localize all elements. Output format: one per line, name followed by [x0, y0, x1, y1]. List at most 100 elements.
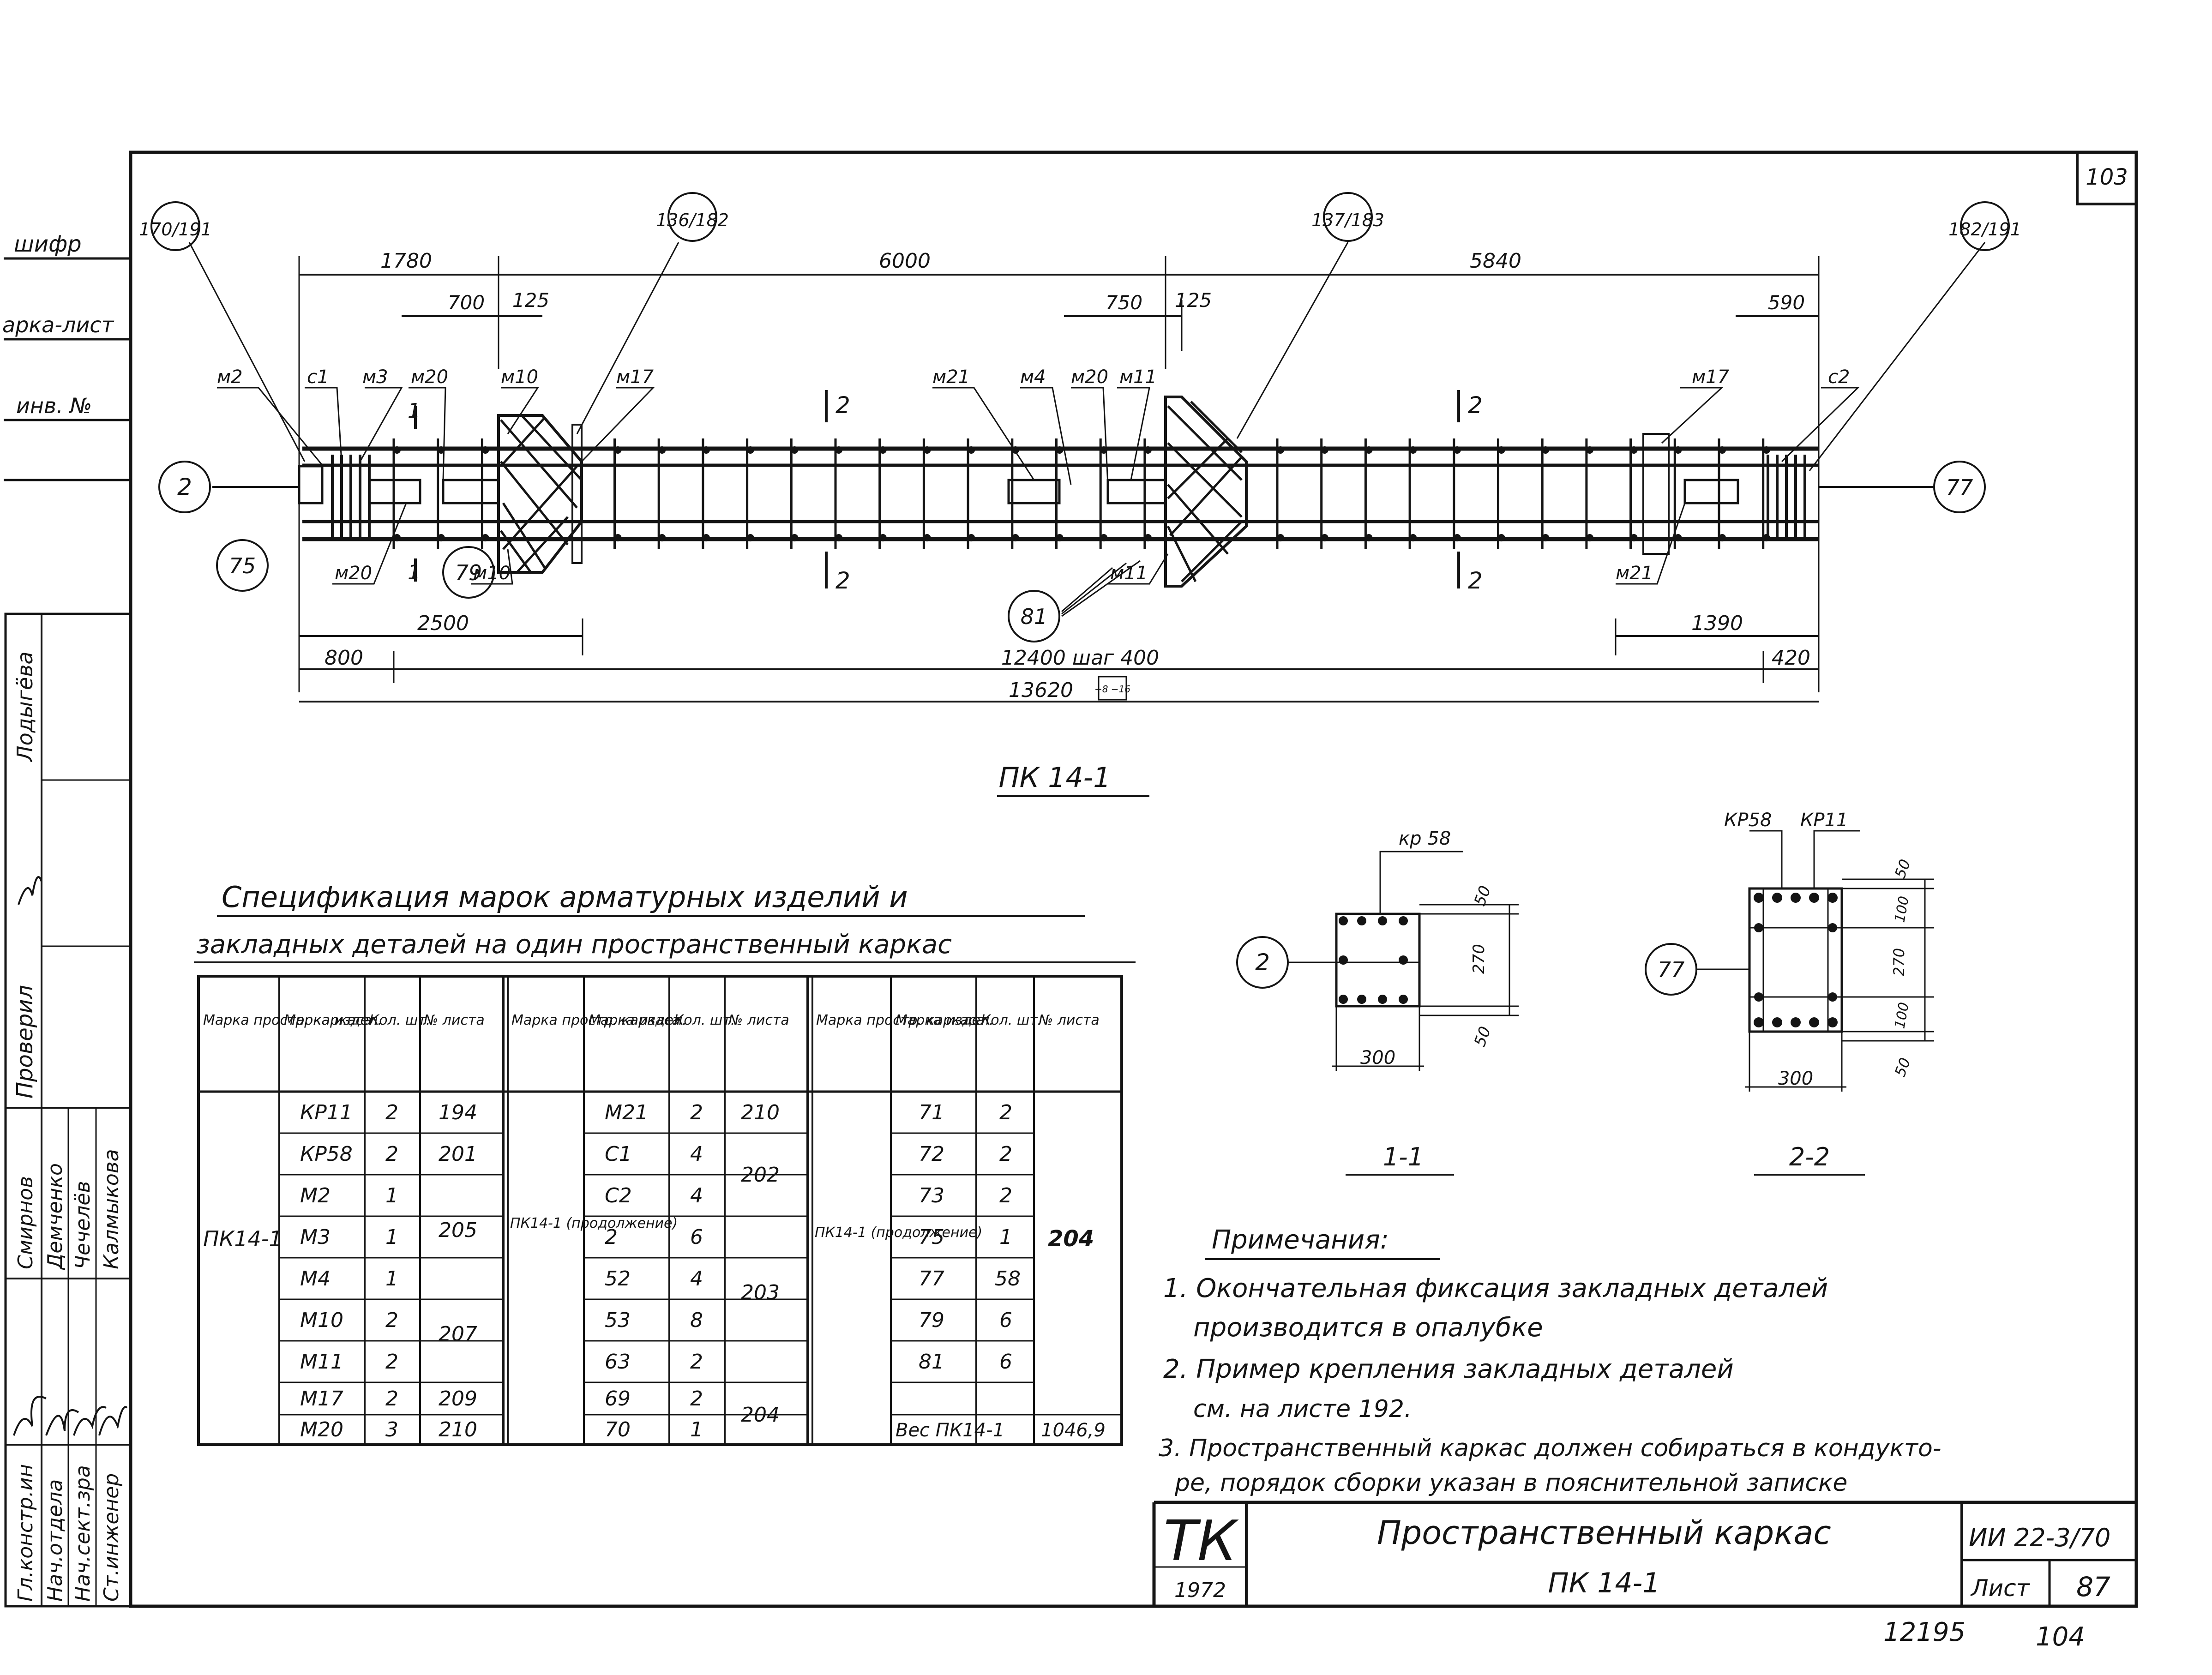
tie-weld-point [791, 446, 799, 454]
rebar-dot [1399, 955, 1408, 965]
rebar-dot [1828, 992, 1837, 1002]
role-senior-engineer: Ст.инженер [100, 1473, 123, 1602]
note-line-6: ре, порядок сборки указан в пояснительно… [1174, 1469, 1847, 1497]
circle-mark-77: 77 [1933, 461, 1986, 513]
header-sheet-3: № листа [1038, 1012, 1100, 1028]
dim-125-left: 125 [512, 289, 549, 312]
signature-marks [13, 876, 128, 1436]
svg-text:4: 4 [690, 1142, 703, 1166]
svg-text:2: 2 [690, 1350, 703, 1374]
sheet-page-number: 103 [2086, 164, 2128, 190]
header-qty-3: Кол. шт. [981, 1012, 1042, 1028]
svg-text:2: 2 [999, 1142, 1012, 1166]
callout-170-191: 170/191 [139, 201, 212, 251]
part-m21-mid: м21 [932, 366, 970, 388]
svg-text:79: 79 [455, 560, 482, 585]
section-mark-1-top: 1 [408, 399, 421, 423]
section-2-dim-3: 270 [1890, 948, 1908, 976]
part-m11-bottom: м11 [1110, 563, 1148, 584]
svg-text:194: 194 [439, 1101, 477, 1124]
note-line-3: 2. Пример крепления закладных деталей [1163, 1354, 1734, 1384]
svg-text:77: 77 [919, 1267, 944, 1291]
section-1-dim-mid: 270 [1470, 944, 1488, 974]
section-2-2: 77 КР58 КР11 300 50 100 270 100 50 2-2 [1645, 810, 1934, 1176]
svg-text:201: 201 [439, 1142, 477, 1166]
spec-title-line1: Спецификация марок арматурных изделий и [222, 880, 908, 914]
rebar-dot [1339, 955, 1348, 965]
svg-text:М20: М20 [300, 1418, 343, 1441]
svg-text:2: 2 [385, 1350, 398, 1374]
svg-text:1: 1 [385, 1225, 398, 1249]
tie-weld-point [1100, 446, 1108, 454]
dim-6000: 6000 [879, 249, 931, 273]
part-m20-top: м20 [411, 366, 448, 388]
callout-137-183: 137/183 [1311, 192, 1384, 242]
svg-text:2: 2 [385, 1142, 398, 1166]
notes-title: Примечания: [1212, 1225, 1389, 1255]
tie-weld-point [1321, 446, 1328, 454]
tie-weld-point [1674, 534, 1682, 541]
tie-weld-point [1674, 446, 1682, 454]
header-qty-2: Кол. шт. [674, 1012, 735, 1028]
dim-800: 800 [325, 646, 363, 670]
note-line-5: 3. Пространственный каркас должен собира… [1159, 1435, 1942, 1462]
svg-text:2: 2 [177, 474, 192, 500]
svg-text:4: 4 [690, 1267, 703, 1291]
rebar-dot [1791, 1017, 1801, 1027]
svg-text:137/183: 137/183 [1311, 210, 1384, 230]
tie-weld-point [791, 534, 799, 541]
svg-text:69: 69 [605, 1387, 631, 1411]
circle-mark-81: 81 [1008, 590, 1060, 642]
svg-text:203: 203 [741, 1281, 780, 1304]
dim-12400: 12400 шаг 400 [1001, 646, 1159, 670]
section-2-mark-kr11: КР11 [1800, 810, 1848, 831]
role-sector-head: Нач.сект.зра [71, 1465, 95, 1602]
section-mark-top-left: 2 [836, 392, 850, 419]
rebar-dot [1754, 893, 1764, 903]
svg-text:71: 71 [919, 1101, 944, 1124]
svg-text:2: 2 [605, 1225, 618, 1249]
side-approval-block: Гл.констр.ин Нач.отдела Нач.сект.зра Ст.… [4, 612, 132, 1608]
header-item-2: Марка издел. [589, 1012, 687, 1028]
spec-title-line2: закладных деталей на один пространственн… [196, 930, 952, 960]
tie-weld-point [481, 446, 489, 454]
svg-text:53: 53 [605, 1309, 631, 1332]
tie-weld-point [1542, 446, 1550, 454]
title-sheet-number: 87 [2076, 1571, 2110, 1603]
title-name: Пространственный каркас [1377, 1514, 1831, 1552]
side-labels: шифр арка-лист инв. № [2, 231, 131, 481]
name-smirnov: Смирнов [14, 1176, 37, 1269]
header-sheet-1: № листа [423, 1012, 485, 1028]
svg-text:210: 210 [439, 1418, 477, 1441]
tie-weld-point [746, 534, 754, 541]
rebar-dot [1339, 916, 1348, 925]
tie-weld-point [1365, 446, 1373, 454]
name-demchenko: Демченко [43, 1163, 67, 1270]
rebar-dot [1809, 1017, 1819, 1027]
section-mark-top-right: 2 [1468, 392, 1483, 419]
name-chechelev: Чечелёв [71, 1181, 95, 1269]
header-qty-1: Кол. шт. [369, 1012, 430, 1028]
svg-text:204: 204 [741, 1403, 780, 1427]
name-author: Лодыгёва [12, 651, 37, 762]
part-c1: с1 [307, 366, 329, 388]
rebar-dot [1357, 995, 1366, 1004]
tie-weld-point [1762, 534, 1770, 541]
tie-weld-point [968, 534, 975, 541]
sheet-204: 204 [1048, 1226, 1094, 1252]
tie-weld-point [1497, 446, 1505, 454]
svg-text:М3: М3 [300, 1225, 331, 1249]
part-m20-bottom: м20 [335, 563, 372, 584]
frame-name-1: ПК14-1 [203, 1226, 283, 1251]
dim-125-right: 125 [1175, 289, 1212, 312]
svg-text:1: 1 [690, 1418, 703, 1441]
tie-weld-point [1409, 534, 1417, 541]
tie-weld-point [1277, 534, 1284, 541]
circle-mark-79: 79 [442, 546, 495, 599]
rebar-dot [1378, 995, 1387, 1004]
